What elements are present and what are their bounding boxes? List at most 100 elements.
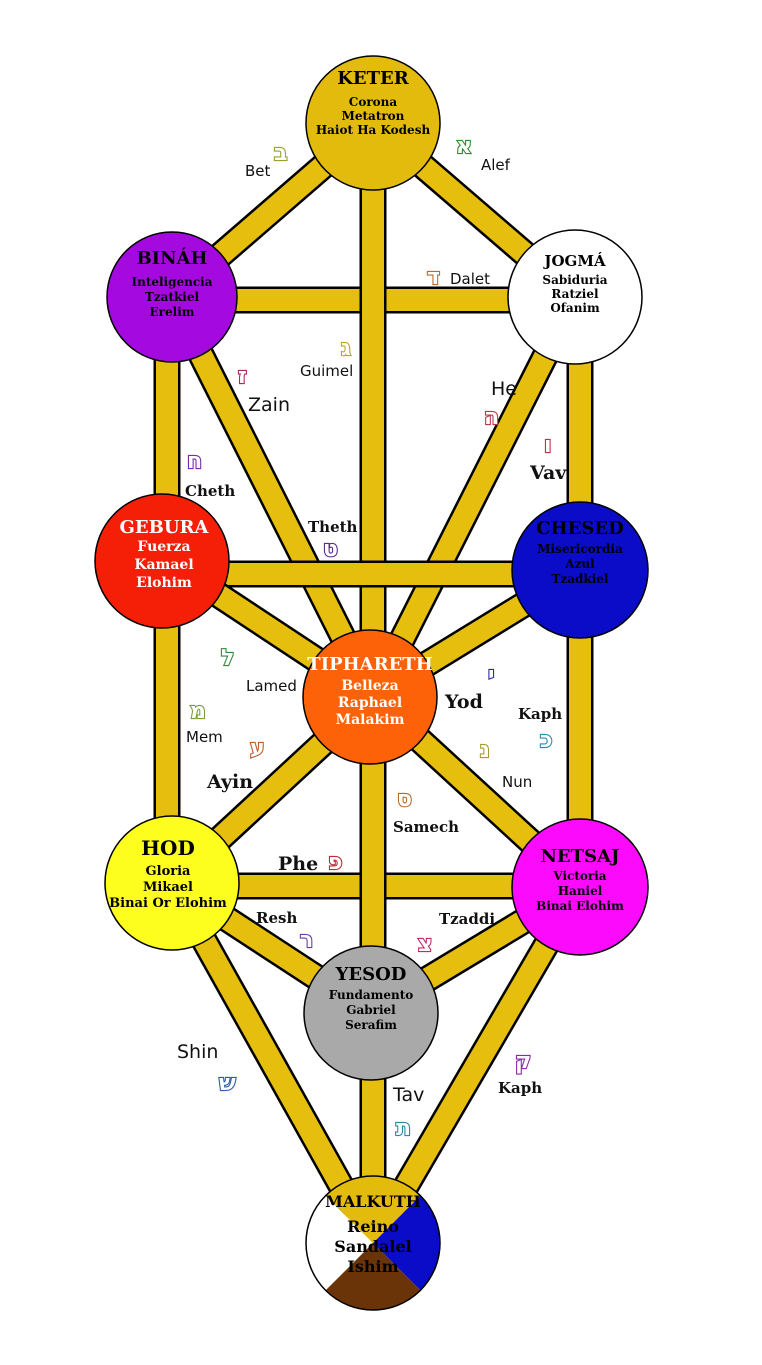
sephirot-layer: KETER Corona Metatron Haiot Ha Kodesh BI… bbox=[94, 55, 649, 1311]
sephira-binah: BINÁH Inteligencia Tzatkiel Erelim bbox=[106, 231, 238, 363]
sephira-jogma: JOGMÁ Sabiduria Ratziel Ofanim bbox=[507, 229, 643, 365]
jogma-line-2: Ratziel bbox=[551, 287, 599, 301]
path-hod-malkuth bbox=[160, 876, 385, 1250]
lamed-glyph: ל bbox=[221, 646, 234, 671]
bet-label: Bet bbox=[245, 162, 271, 180]
yesod-circle bbox=[303, 945, 439, 1081]
malkuth-line-3: Ishim bbox=[347, 1257, 398, 1276]
jogma-line-1: Sabiduria bbox=[542, 273, 607, 287]
tzaddi-glyph: צ bbox=[418, 932, 432, 957]
mem-label: Mem bbox=[186, 728, 223, 746]
yesod-line-3: Serafim bbox=[345, 1018, 397, 1032]
yesod-title: YESOD bbox=[335, 964, 407, 985]
hod-line-2: Mikael bbox=[143, 880, 193, 895]
samech-label: Samech bbox=[393, 818, 459, 836]
mem-glyph: מ bbox=[190, 699, 206, 724]
sephira-malkuth: MALKUTH Reino Sandalel Ishim bbox=[305, 1175, 441, 1311]
keter-circle bbox=[305, 55, 441, 191]
sephira-tiphareth: TIPHARETH Belleza Raphael Malakim bbox=[302, 629, 438, 765]
binah-circle bbox=[106, 231, 238, 363]
sephira-keter: KETER Corona Metatron Haiot Ha Kodesh bbox=[305, 55, 441, 191]
malkuth-line-2: Sandalel bbox=[334, 1237, 411, 1256]
sephira-hod: HOD Gloria Mikael Binai Or Elohim bbox=[104, 815, 240, 951]
binah-title: BINÁH bbox=[136, 246, 207, 269]
netsaj-line-2: Haniel bbox=[558, 884, 603, 898]
sephira-gebura: GEBURA Fuerza Kamael Elohim bbox=[94, 493, 230, 629]
qoph-glyph: ק bbox=[515, 1049, 531, 1074]
resh-glyph: ר bbox=[300, 928, 313, 953]
resh-label: Resh bbox=[256, 909, 297, 927]
tiphareth-line-2: Raphael bbox=[338, 695, 402, 711]
malkuth-outline bbox=[305, 1175, 441, 1311]
jogma-circle bbox=[507, 229, 643, 365]
tiphareth-line-3: Malakim bbox=[336, 712, 405, 728]
kaph-label: Kaph bbox=[518, 705, 562, 723]
gebura-title: GEBURA bbox=[120, 517, 210, 538]
shin-glyph: ש bbox=[219, 1071, 236, 1096]
tzaddi-label: Tzaddi bbox=[439, 910, 495, 928]
qoph-label: Kaph bbox=[498, 1079, 542, 1097]
tiphareth-circle bbox=[302, 629, 438, 765]
keter-line-1: Corona bbox=[349, 95, 398, 109]
gebura-line-2: Kamael bbox=[134, 557, 193, 573]
malkuth-quarter-top bbox=[325, 1175, 421, 1243]
theth-label: Theth bbox=[308, 518, 358, 536]
chesed-circle bbox=[511, 501, 649, 639]
hod-circle bbox=[104, 815, 240, 951]
chesed-line-1: Misericordia bbox=[537, 542, 623, 556]
malkuth-title: MALKUTH bbox=[325, 1192, 421, 1211]
bet-glyph: ב bbox=[274, 141, 287, 166]
gebura-line-3: Elohim bbox=[136, 575, 192, 591]
chesed-title: CHESED bbox=[536, 518, 623, 539]
hod-title: HOD bbox=[141, 836, 195, 860]
sephira-yesod: YESOD Fundamento Gabriel Serafim bbox=[303, 945, 439, 1081]
path-jogma-tiphareth bbox=[360, 290, 588, 704]
binah-line-1: Inteligencia bbox=[131, 275, 212, 289]
kaph-glyph: כ bbox=[540, 728, 552, 753]
ayin-label: Ayin bbox=[206, 771, 253, 793]
chesed-line-3: Tzadkiel bbox=[552, 572, 609, 586]
keter-title: KETER bbox=[337, 68, 409, 89]
he-glyph: ה bbox=[484, 405, 499, 430]
vav-glyph: ו bbox=[544, 433, 552, 458]
sephira-chesed: CHESED Misericordia Azul Tzadkiel bbox=[511, 501, 649, 639]
nun-label: Nun bbox=[502, 773, 532, 791]
phe-glyph: פ bbox=[328, 850, 342, 875]
tav-label: Tav bbox=[392, 1084, 424, 1106]
netsaj-circle bbox=[511, 818, 649, 956]
he-label: He bbox=[491, 378, 517, 400]
yod-label: Yod bbox=[444, 691, 483, 713]
keter-line-3: Haiot Ha Kodesh bbox=[316, 123, 431, 137]
path-labels-layer: א Alef ב Bet ד Dalet ג Guimel ז Zain He … bbox=[177, 133, 567, 1142]
cheth-glyph: ח bbox=[187, 449, 202, 474]
phe-label: Phe bbox=[278, 853, 318, 875]
dalet-label: Dalet bbox=[450, 270, 490, 288]
malkuth-quarter-bottom bbox=[325, 1243, 421, 1311]
tav-glyph: ת bbox=[396, 1116, 411, 1141]
malkuth-quarter-right bbox=[373, 1195, 441, 1291]
zain-glyph: ז bbox=[238, 364, 247, 389]
hod-line-1: Gloria bbox=[146, 864, 191, 879]
yod-glyph: י bbox=[488, 663, 494, 688]
samech-glyph: ס bbox=[397, 787, 412, 812]
binah-line-3: Erelim bbox=[150, 305, 195, 319]
alef-label: Alef bbox=[481, 156, 511, 174]
theth-glyph: ט bbox=[323, 537, 338, 562]
netsaj-line-1: Victoria bbox=[552, 869, 606, 883]
chesed-line-2: Azul bbox=[564, 557, 595, 571]
guimel-glyph: ג bbox=[341, 336, 351, 361]
hod-line-3: Binai Or Elohim bbox=[109, 896, 227, 911]
dalet-glyph: ד bbox=[427, 265, 440, 290]
ayin-glyph: ע bbox=[250, 736, 265, 761]
binah-line-2: Tzatkiel bbox=[145, 290, 200, 304]
zain-label: Zain bbox=[248, 394, 290, 416]
malkuth-quarter-left bbox=[305, 1195, 373, 1291]
yesod-line-2: Gabriel bbox=[346, 1003, 396, 1017]
netsaj-line-3: Binai Elohim bbox=[536, 899, 624, 913]
shin-label: Shin bbox=[177, 1041, 218, 1063]
cheth-label: Cheth bbox=[185, 482, 235, 500]
vav-label: Vav bbox=[529, 462, 567, 484]
lamed-label: Lamed bbox=[246, 677, 297, 695]
alef-glyph: א bbox=[456, 134, 472, 159]
